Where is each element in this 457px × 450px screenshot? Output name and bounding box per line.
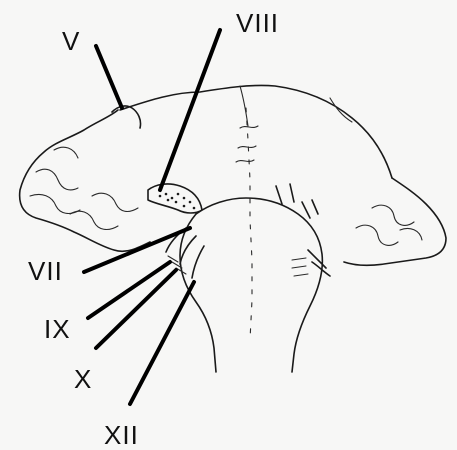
left-lobe-folia-4: [92, 193, 138, 211]
left-lobe-folia-1: [36, 169, 78, 190]
right-lobe-folia-2: [356, 225, 398, 245]
midline-squiggle-3: [236, 160, 254, 162]
right-nerve-roots: [308, 250, 330, 276]
leader-line-viii: [160, 30, 220, 190]
right-root-hatch: [292, 258, 308, 276]
label-vii: VII: [28, 256, 63, 286]
cerebellum-inner-contour: [240, 86, 248, 126]
leader-line-v: [96, 46, 122, 108]
leader-line-xii: [130, 282, 194, 404]
label-x: X: [74, 364, 92, 394]
right-lobe-folia-3: [400, 228, 422, 240]
left-lobe-folia-5: [54, 147, 78, 158]
left-lobe-folia-2: [30, 194, 80, 213]
stipple-dots: [159, 193, 196, 210]
pons-stub-left: [276, 184, 294, 204]
right-lobe-folia-1: [372, 205, 414, 225]
brainstem-midline: [246, 108, 252, 340]
brainstem-outline-left: [180, 214, 216, 372]
label-viii: VIII: [236, 8, 279, 38]
brainstem-outline: [196, 198, 322, 372]
label-v: V: [62, 26, 80, 56]
leader-line-vii: [84, 228, 190, 272]
right-lobe-outline: [344, 178, 446, 265]
left-lobe-outline: [20, 110, 150, 251]
label-xii: XII: [104, 420, 139, 450]
midline-squiggle-2: [238, 146, 256, 148]
label-ix: IX: [44, 314, 71, 344]
pons-stub-right: [302, 200, 318, 218]
trigeminal-root: [112, 106, 141, 128]
cerebellum-outline: [120, 85, 392, 178]
left-lobe-folia-3: [70, 211, 118, 229]
midline-squiggle-1: [240, 126, 258, 128]
